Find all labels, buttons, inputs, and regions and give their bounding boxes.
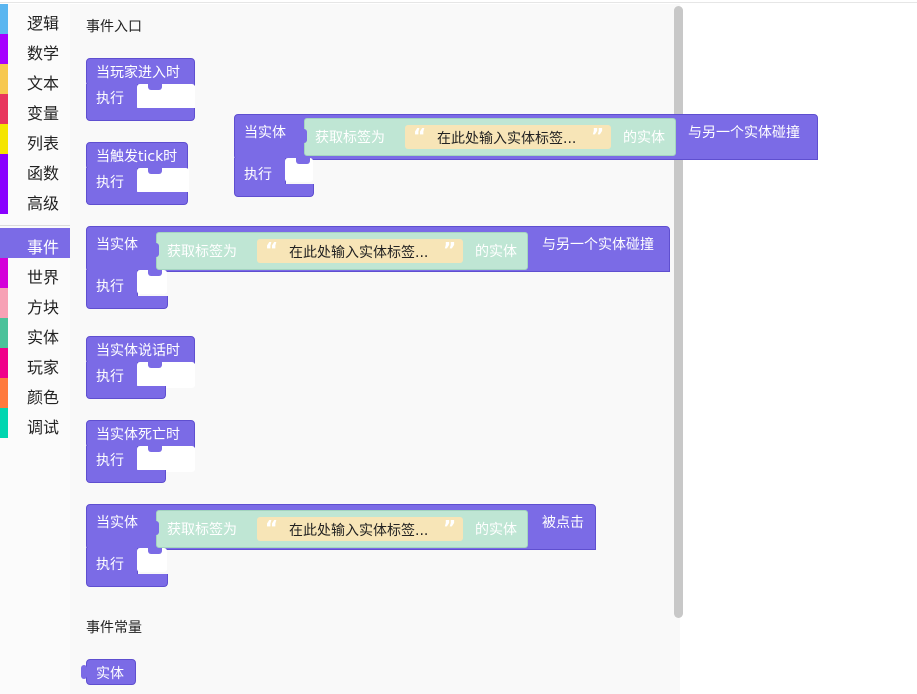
category-label: 逻辑 [27,14,60,33]
category-separator [0,225,70,226]
entity-suffix-label: 的实体 [475,522,517,538]
category-color-swatch [0,94,8,124]
open-quote-icon: “ [413,124,427,148]
collide-label: 与另一个实体碰撞 [542,237,654,253]
get-tag-label: 获取标签为 [315,130,385,146]
open-quote-icon: “ [265,516,279,540]
execute-label: 执行 [96,91,124,107]
block-entity-constant[interactable]: 实体 [81,659,136,685]
category-color-swatch [0,124,8,154]
category-item[interactable]: 列表 [0,124,70,154]
category-item[interactable]: 变量 [0,94,70,124]
tag-string-text: 在此处输入实体标签... [437,131,577,147]
block-label: 当实体说话时 [96,343,180,359]
category-item[interactable]: 逻辑 [0,4,70,34]
category-color-swatch [0,408,8,438]
category-label: 文本 [27,74,60,93]
category-color-swatch [0,184,8,214]
category-label: 变量 [27,104,60,123]
category-item[interactable]: 事件 [0,228,70,258]
category-color-swatch [0,378,8,408]
category-item[interactable]: 颜色 [0,378,70,408]
category-label: 颜色 [27,388,60,407]
close-quote-icon: ” [443,516,457,540]
section-label-events: 事件入口 [86,19,142,35]
category-item[interactable]: 方块 [0,288,70,318]
category-label: 高级 [27,194,60,213]
top-border [0,2,917,3]
tag-string-field[interactable]: “ 在此处输入实体标签... ” [257,516,463,541]
category-item[interactable]: 高级 [0,184,70,214]
category-color-swatch [0,258,8,288]
flyout-scrollbar[interactable] [674,6,683,618]
category-toolbox: 逻辑数学文本变量列表函数高级事件世界方块实体玩家颜色调试 [0,4,70,694]
close-quote-icon: ” [591,124,605,148]
tag-string-text: 在此处输入实体标签... [289,523,429,539]
block-label: 当玩家进入时 [96,65,180,81]
category-item[interactable]: 调试 [0,408,70,438]
category-label: 世界 [27,268,60,287]
clicked-label: 被点击 [542,515,584,531]
collide-label: 与另一个实体碰撞 [688,125,800,141]
category-item[interactable]: 实体 [0,318,70,348]
execute-label: 执行 [96,175,124,191]
execute-label: 执行 [96,557,124,573]
category-label: 玩家 [27,358,60,377]
block-label: 实体 [96,666,124,682]
block-label: 当触发tick时 [96,149,178,165]
category-color-swatch [0,154,8,184]
category-label: 实体 [27,328,60,347]
category-item[interactable]: 数学 [0,34,70,64]
get-entity-by-tag-block[interactable]: 获取标签为 “ 在此处输入实体标签... ” 的实体 [153,510,528,548]
category-color-swatch [0,64,8,94]
category-item[interactable]: 函数 [0,154,70,184]
get-entity-by-tag-block[interactable]: 获取标签为 “ 在此处输入实体标签... ” 的实体 [153,232,528,270]
category-label: 方块 [27,298,60,317]
category-item[interactable]: 文本 [0,64,70,94]
open-quote-icon: “ [265,238,279,262]
execute-label: 执行 [96,369,124,385]
category-color-swatch [0,288,8,318]
get-entity-by-tag-block[interactable]: 获取标签为 “ 在此处输入实体标签... ” 的实体 [301,118,676,156]
execute-label: 执行 [96,279,124,295]
category-label: 调试 [27,418,60,437]
section-label-constants: 事件常量 [86,620,142,636]
category-color-swatch [0,348,8,378]
block-label: 当实体 [244,125,286,141]
execute-label: 执行 [244,167,272,183]
category-label: 函数 [27,164,60,183]
block-label: 当实体 [96,515,138,531]
entity-suffix-label: 的实体 [475,244,517,260]
category-item[interactable]: 玩家 [0,348,70,378]
category-color-swatch [0,4,8,34]
category-label: 列表 [27,134,60,153]
category-color-swatch [0,34,8,64]
tag-string-text: 在此处输入实体标签... [289,245,429,261]
execute-label: 执行 [96,453,124,469]
entity-suffix-label: 的实体 [623,130,665,146]
category-label: 事件 [27,238,60,257]
get-tag-label: 获取标签为 [167,522,237,538]
block-label: 当实体 [96,237,138,253]
category-label: 数学 [27,44,60,63]
close-quote-icon: ” [443,238,457,262]
category-item[interactable]: 世界 [0,258,70,288]
block-label: 当实体死亡时 [96,427,180,443]
tag-string-field[interactable]: “ 在此处输入实体标签... ” [405,124,611,149]
category-color-swatch [0,318,8,348]
tag-string-field[interactable]: “ 在此处输入实体标签... ” [257,238,463,263]
get-tag-label: 获取标签为 [167,244,237,260]
